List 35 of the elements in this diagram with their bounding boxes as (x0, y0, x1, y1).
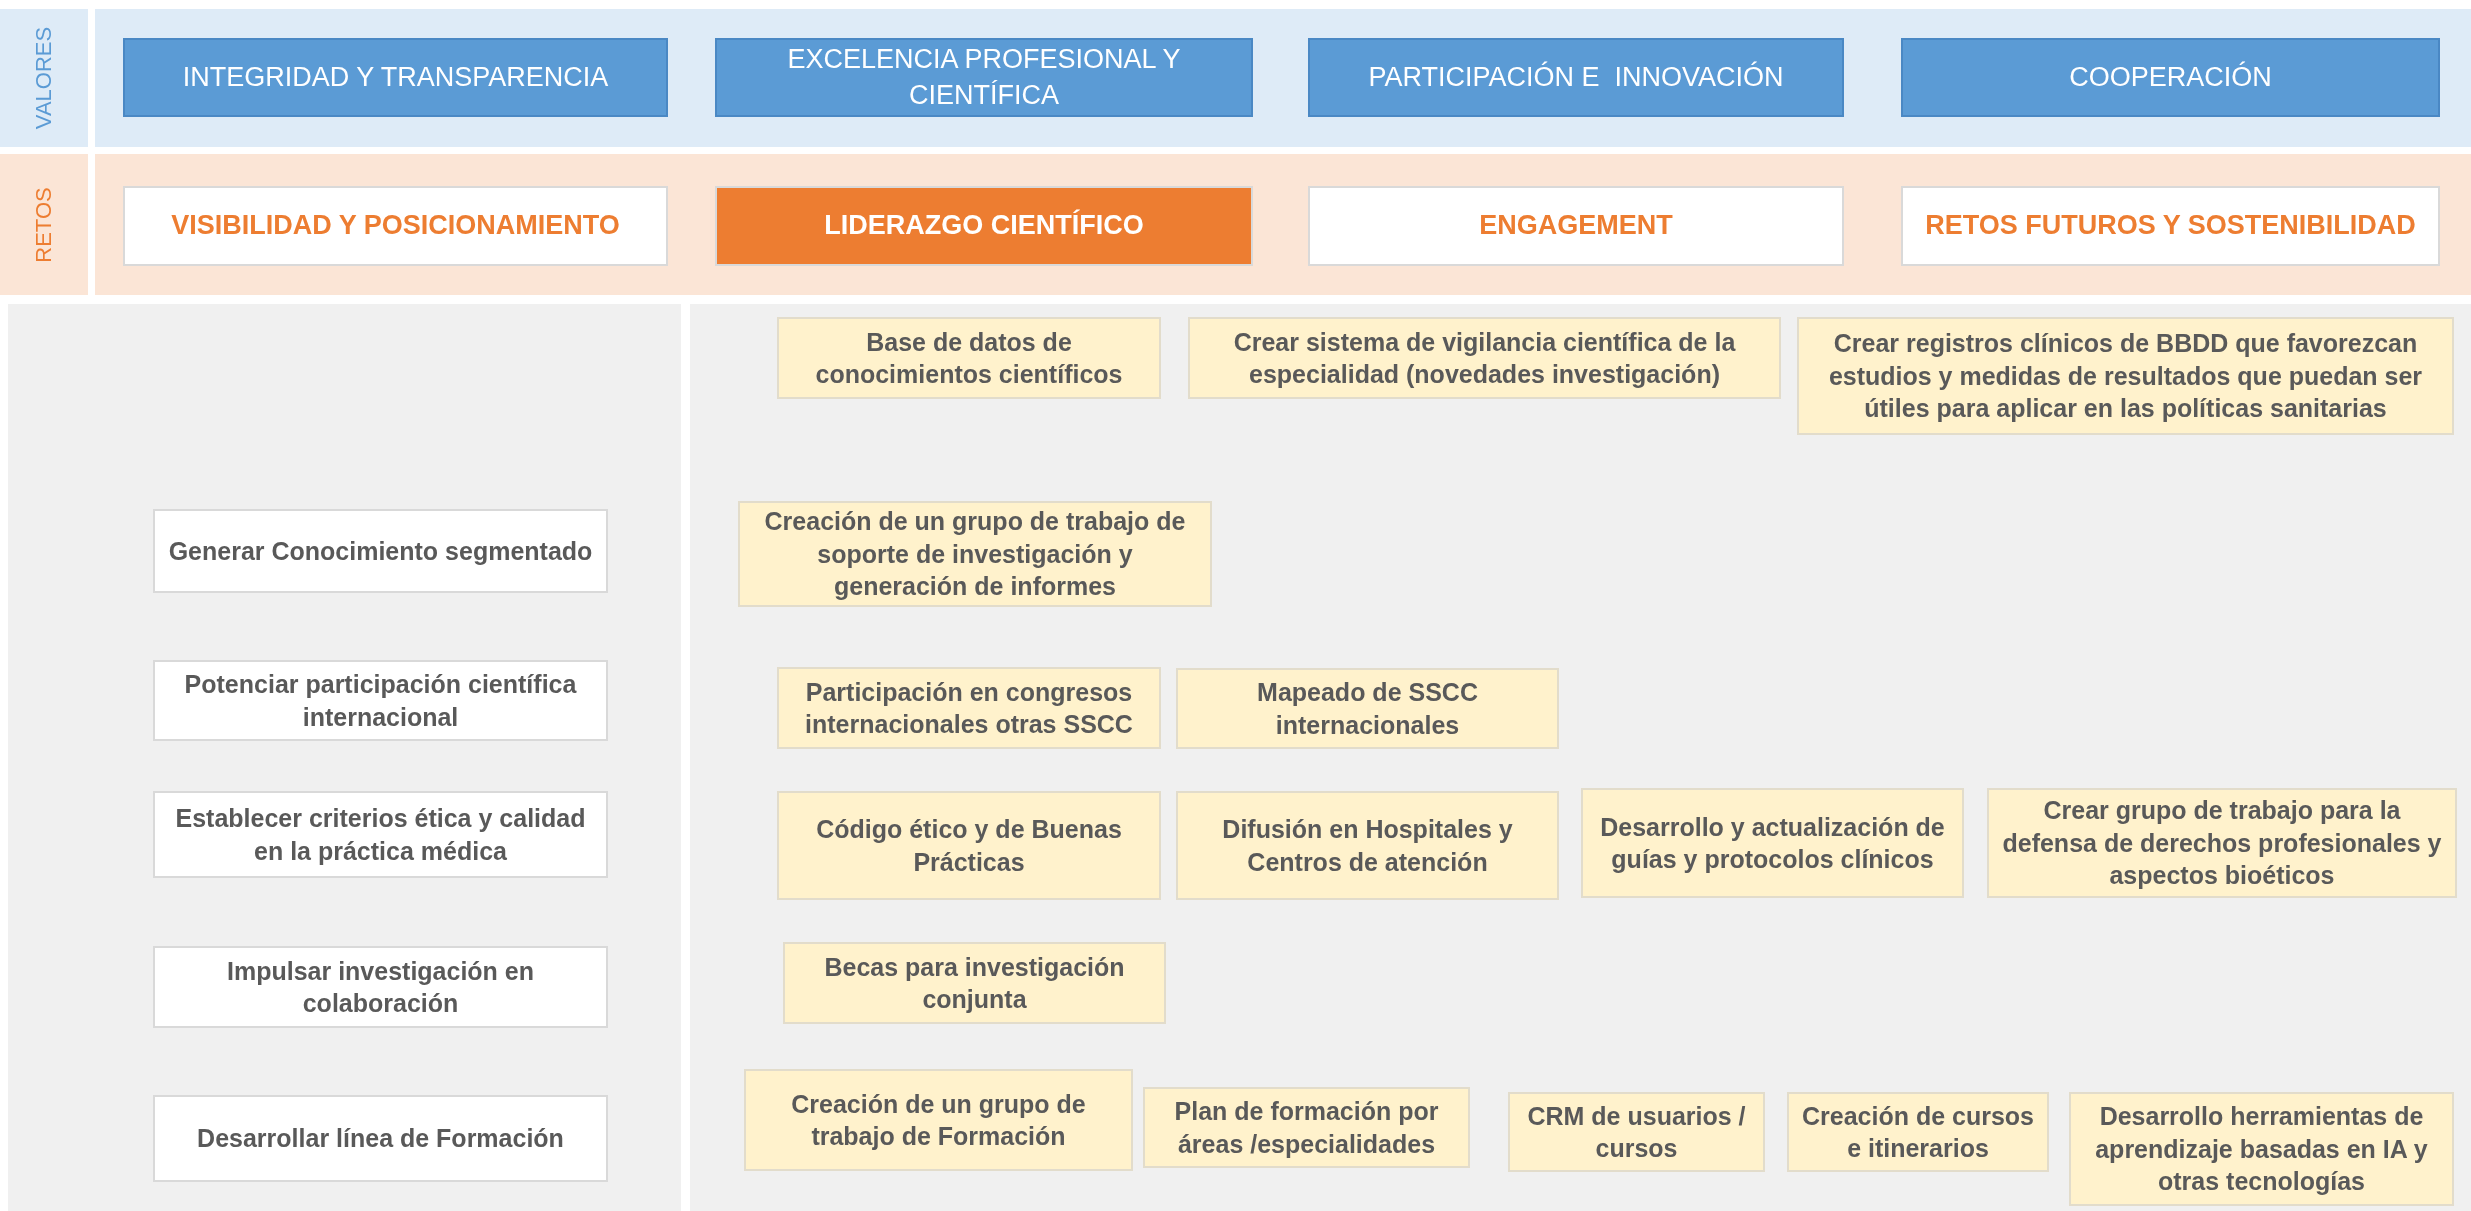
objective-box: Establecer criterios ética y calidad en la práctica médica (153, 791, 608, 878)
value-box: PARTICIPACIÓN E INNOVACIÓN (1308, 38, 1844, 117)
action-box: Creación de un grupo de trabajo de Formación (744, 1069, 1133, 1171)
objective-box: Generar Conocimiento segmentado (153, 509, 608, 593)
panel-background (8, 304, 681, 1211)
action-box: Desarrollo herramientas de aprendizaje basadas en IA y otras tecnologías (2069, 1092, 2454, 1206)
challenge-box: RETOS FUTUROS Y SOSTENIBILIDAD (1901, 186, 2440, 266)
action-box: Crear grupo de trabajo para la defensa de derechos profesionales y aspectos bioéticos (1987, 788, 2457, 898)
section-label: RETOS (31, 186, 57, 263)
action-box: Código ético y de Buenas Prácticas (777, 791, 1161, 900)
action-box: Desarrollo y actualización de guías y protocolos clínicos (1581, 788, 1964, 898)
challenge-box: ENGAGEMENT (1308, 186, 1844, 266)
challenge-box: VISIBILIDAD Y POSICIONAMIENTO (123, 186, 668, 266)
action-box: Participación en congresos internacionales otras SSCC (777, 667, 1161, 749)
section-band (0, 9, 2471, 147)
section-label: VALORES (31, 26, 57, 130)
objective-box: Impulsar investigación en colaboración (153, 946, 608, 1028)
panel-background (690, 304, 2471, 1211)
section-band (0, 154, 2471, 295)
value-box: COOPERACIÓN (1901, 38, 2440, 117)
action-box: CRM de usuarios / cursos (1508, 1092, 1765, 1172)
value-box: INTEGRIDAD Y TRANSPARENCIA (123, 38, 668, 117)
objective-box: Potenciar participación científica internacional (153, 660, 608, 741)
action-box: Crear sistema de vigilancia científica de la especialidad (novedades investigación) (1188, 317, 1781, 399)
action-box: Plan de formación por áreas /especialidades (1143, 1087, 1470, 1168)
action-box: Creación de un grupo de trabajo de soporte de investigación y generación de informes (738, 501, 1212, 607)
action-box: Crear registros clínicos de BBDD que favorezcan estudios y medidas de resultados que puedan ser útiles para aplicar en las políticas sanitarias (1797, 317, 2454, 435)
action-box: Creación de cursos e itinerarios (1787, 1092, 2049, 1172)
action-box: Base de datos de conocimientos científicos (777, 317, 1161, 399)
challenge-box: LIDERAZGO CIENTÍFICO (715, 186, 1253, 266)
value-box: EXCELENCIA PROFESIONAL Y CIENTÍFICA (715, 38, 1253, 117)
action-box: Mapeado de SSCC internacionales (1176, 668, 1559, 749)
action-box: Difusión en Hospitales y Centros de atención (1176, 791, 1559, 900)
action-box: Becas para investigación conjunta (783, 942, 1166, 1024)
objective-box: Desarrollar línea de Formación (153, 1095, 608, 1182)
